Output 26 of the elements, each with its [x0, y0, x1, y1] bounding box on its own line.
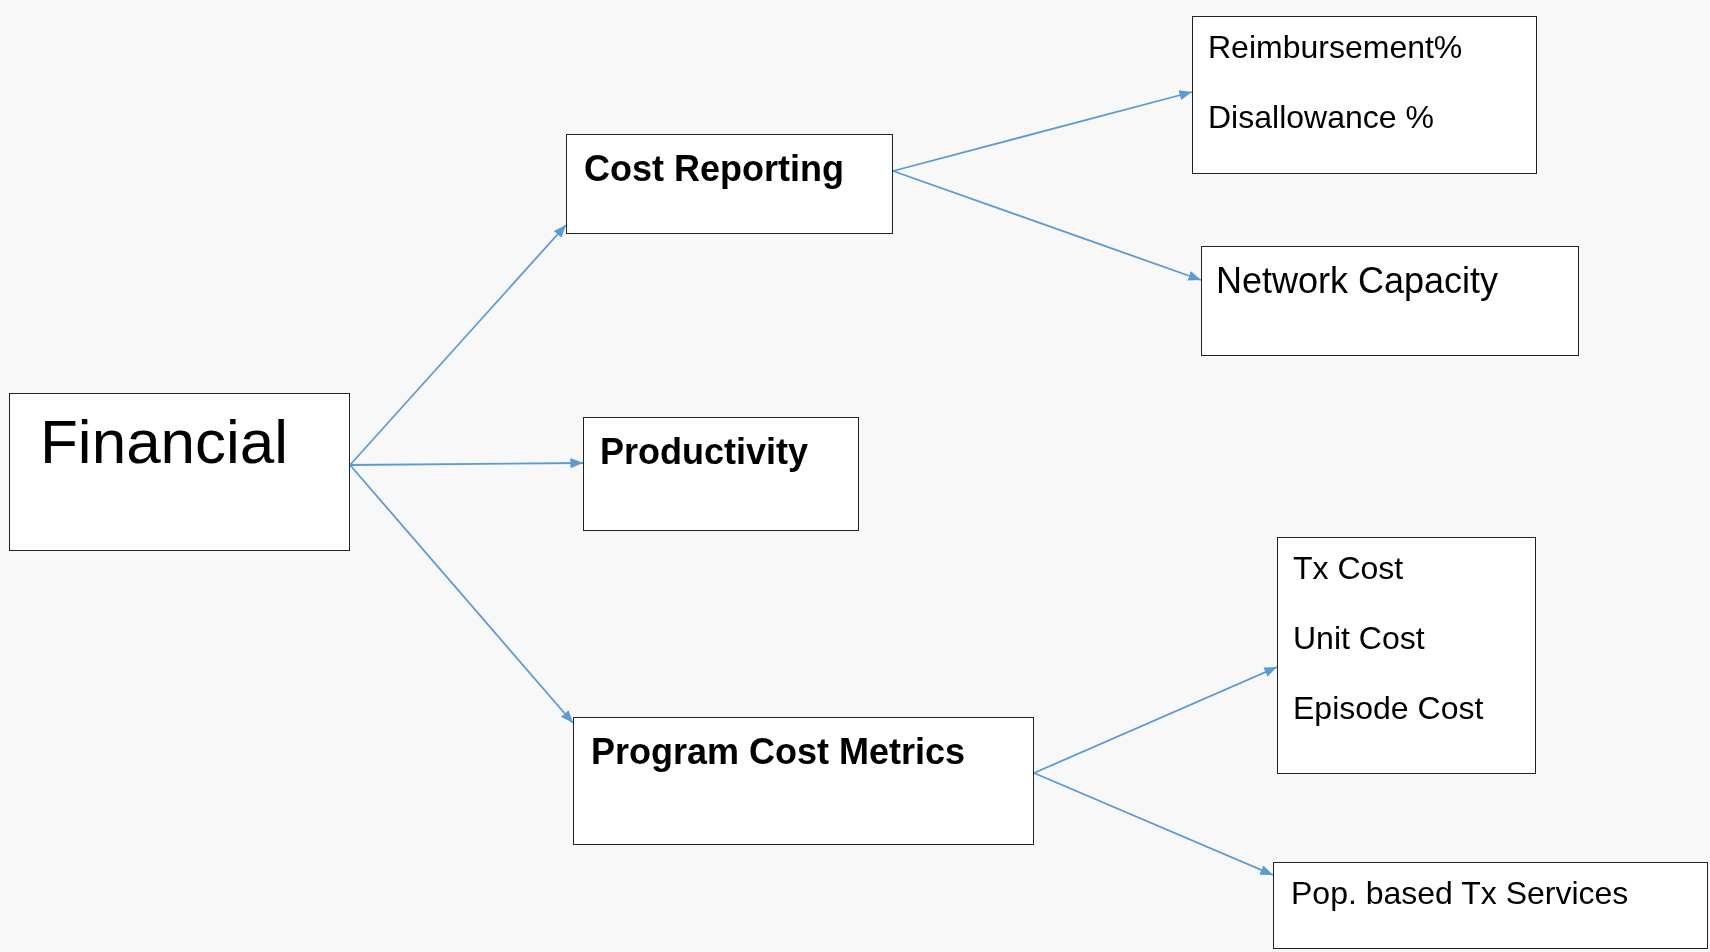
list-item: Episode Cost — [1293, 691, 1484, 727]
arrow — [349, 224, 567, 466]
list-item: Tx Cost — [1293, 551, 1404, 587]
process-box — [1273, 862, 1708, 949]
process-box — [1201, 246, 1579, 356]
arrow — [349, 464, 574, 724]
box-label: Network Capacity — [1216, 261, 1499, 301]
list-item: Disallowance % — [1208, 100, 1434, 136]
box-label: Productivity — [600, 432, 809, 472]
process-box — [573, 717, 1034, 845]
process-box — [9, 393, 350, 551]
arrow — [1033, 772, 1274, 876]
list-item: Unit Cost — [1293, 621, 1425, 657]
list-item: Reimbursement% — [1208, 30, 1463, 66]
process-box — [583, 417, 859, 531]
process-box — [566, 134, 893, 234]
list-box — [1192, 16, 1537, 174]
arrow — [349, 458, 584, 469]
box-label: Pop. based Tx Services — [1291, 876, 1629, 912]
box-label: Financial — [40, 408, 289, 477]
box-label: Cost Reporting — [584, 149, 844, 189]
arrow — [1033, 666, 1278, 774]
list-box — [1277, 537, 1536, 774]
box-label: Program Cost Metrics — [591, 732, 966, 772]
arrow — [892, 170, 1202, 281]
arrow — [892, 90, 1193, 172]
